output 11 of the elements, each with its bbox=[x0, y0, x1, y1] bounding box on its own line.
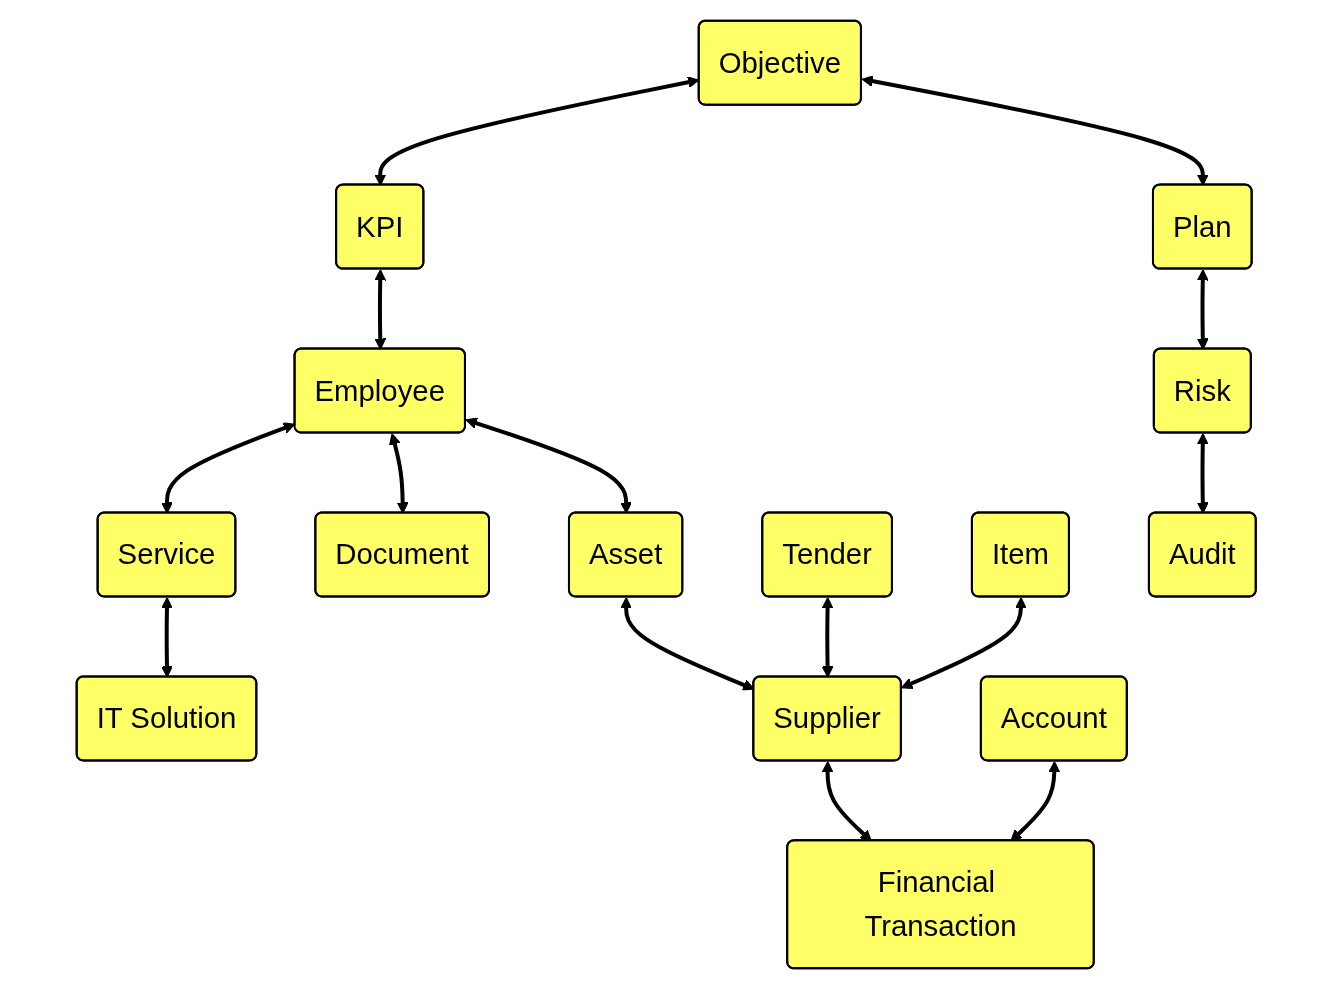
arrow bbox=[1196, 269, 1209, 350]
arrow bbox=[388, 433, 409, 514]
arrow bbox=[465, 417, 632, 514]
arrow bbox=[374, 269, 386, 350]
arrow bbox=[1010, 761, 1060, 842]
arrow bbox=[900, 597, 1027, 689]
arrow bbox=[861, 75, 1209, 186]
arrow bbox=[160, 597, 173, 678]
arrow bbox=[1196, 433, 1209, 514]
arrow bbox=[821, 761, 872, 842]
arrow bbox=[821, 597, 834, 678]
